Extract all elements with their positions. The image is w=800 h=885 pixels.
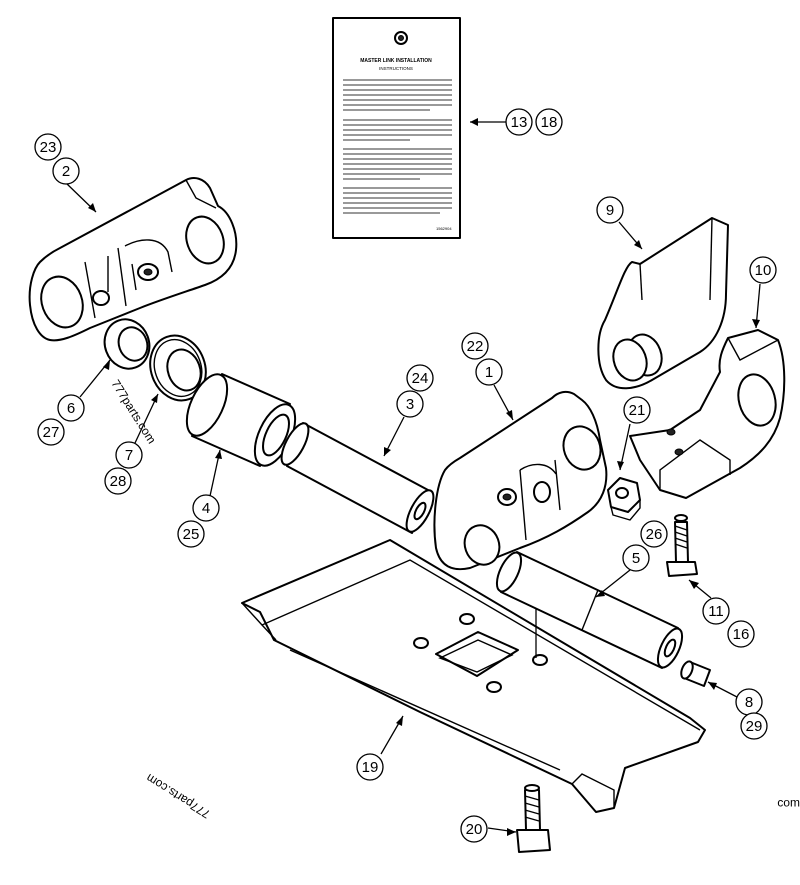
callout-circle <box>505 108 533 136</box>
callout-circle <box>702 597 730 625</box>
callout-number: 20 <box>466 821 483 838</box>
callout-26: 26 <box>640 520 668 548</box>
callout-number: 21 <box>629 402 646 419</box>
callout-circle <box>52 157 80 185</box>
instruction-card-title: MASTER LINK INSTALLATION <box>360 58 432 64</box>
leader-arrowheads <box>88 118 760 836</box>
callout-29: 29 <box>740 712 768 740</box>
callout-number: 19 <box>362 759 379 776</box>
callout-circle <box>104 467 132 495</box>
callout-number: 26 <box>646 526 663 543</box>
callout-number: 28 <box>110 473 127 490</box>
callout-circle <box>406 364 434 392</box>
callout-number: 8 <box>745 694 753 711</box>
callout-circle <box>356 753 384 781</box>
callout-22: 22 <box>461 332 489 360</box>
callout-circle <box>460 815 488 843</box>
callout-circle <box>461 332 489 360</box>
callout-number: 22 <box>467 338 484 355</box>
bushing <box>185 373 297 467</box>
callout-3: 3 <box>396 390 424 418</box>
callout-circle <box>640 520 668 548</box>
plug <box>680 660 711 687</box>
callout-7: 7 <box>115 441 143 469</box>
callout-number: 16 <box>733 626 750 643</box>
callout-circle <box>115 441 143 469</box>
master-pin <box>280 422 435 534</box>
callout-number: 5 <box>632 550 640 567</box>
callout-number: 27 <box>43 424 60 441</box>
right-track-link <box>433 390 608 571</box>
callout-number: 13 <box>511 114 528 131</box>
link-half-9 <box>597 217 729 390</box>
callout-11: 11 <box>702 597 730 625</box>
callout-28: 28 <box>104 467 132 495</box>
callout-number: 7 <box>125 447 133 464</box>
callout-9: 9 <box>596 196 624 224</box>
callout-19: 19 <box>356 753 384 781</box>
callout-number: 11 <box>708 603 724 620</box>
callout-20: 20 <box>460 815 488 843</box>
callout-circle <box>740 712 768 740</box>
callout-13: 13 <box>505 108 533 136</box>
callout-circle <box>475 358 503 386</box>
callout-2: 2 <box>52 157 80 185</box>
callout-number: 29 <box>746 718 763 735</box>
callout-23: 23 <box>34 133 62 161</box>
callout-number: 24 <box>412 370 429 387</box>
shoe-pin <box>495 551 684 669</box>
instruction-card-subtitle: INSTRUCTIONS <box>379 66 413 71</box>
watermark-777parts: 777parts.com <box>108 377 158 446</box>
callout-6: 6 <box>57 394 85 422</box>
callout-circle <box>57 394 85 422</box>
callout-number: 6 <box>67 400 75 417</box>
seal-ring <box>103 318 151 370</box>
callout-circle <box>34 133 62 161</box>
callout-number: 10 <box>755 262 772 279</box>
callout-circle <box>727 620 755 648</box>
callout-16: 16 <box>727 620 755 648</box>
instruction-card-text-block <box>343 79 452 214</box>
callout-27: 27 <box>37 418 65 446</box>
callout-4: 4 <box>192 494 220 522</box>
seal-assembly <box>149 334 207 402</box>
track-shoe <box>241 539 706 813</box>
callout-circle <box>596 196 624 224</box>
callout-circle <box>535 108 563 136</box>
watermark-777parts-upside-down: 777parts.com <box>144 771 213 821</box>
callout-number: 2 <box>62 163 70 180</box>
callout-labels: 23 2 13 18 9 10 221 24 3 6 27 21 7 28 425 26 5 11 16 8 29 19 2… <box>34 108 777 843</box>
callout-number: 25 <box>183 526 200 543</box>
callout-21: 21 <box>623 396 651 424</box>
bolt <box>666 514 698 577</box>
shoe-bolt <box>516 784 551 853</box>
callout-number: 18 <box>541 114 558 131</box>
callout-circle <box>177 520 205 548</box>
nut <box>607 477 641 521</box>
left-track-link <box>28 177 238 342</box>
instruction-card-doc-id: 1562904 <box>436 226 452 231</box>
callout-circle <box>192 494 220 522</box>
callout-5: 5 <box>622 544 650 572</box>
callout-number: 4 <box>202 500 210 517</box>
instruction-card: MASTER LINK INSTALLATION INSTRUCTIONS <box>332 17 461 239</box>
callout-circle <box>622 544 650 572</box>
callout-1: 1 <box>475 358 503 386</box>
callout-number: 3 <box>406 396 414 413</box>
callout-circle <box>37 418 65 446</box>
callout-circle <box>623 396 651 424</box>
callout-circle <box>396 390 424 418</box>
callout-number: 9 <box>606 202 614 219</box>
callout-25: 25 <box>177 520 205 548</box>
callout-number: 23 <box>40 139 57 156</box>
watermark-edge-fragment: ɯoɔ <box>777 797 800 811</box>
callout-circle <box>749 256 777 284</box>
link-half-10 <box>629 329 786 499</box>
callout-24: 24 <box>406 364 434 392</box>
callout-8: 8 <box>735 688 763 716</box>
callout-18: 18 <box>535 108 563 136</box>
callout-10: 10 <box>749 256 777 284</box>
callout-number: 1 <box>485 364 493 381</box>
